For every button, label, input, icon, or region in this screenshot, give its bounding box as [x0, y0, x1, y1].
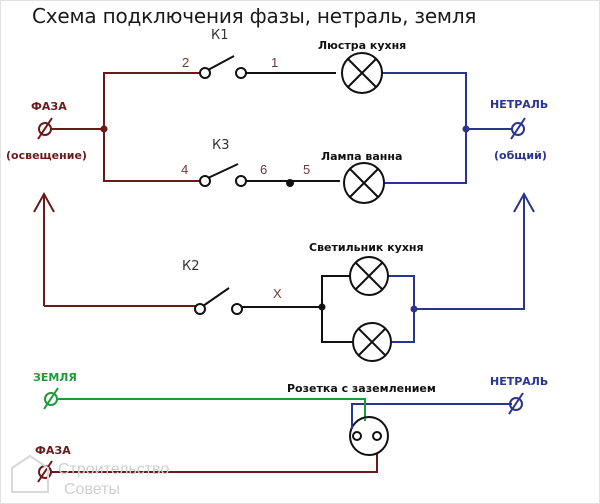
- k1-label: К1: [211, 28, 229, 43]
- k3-junction-label: 5: [303, 162, 310, 177]
- phase-label: ФАЗА: [31, 100, 67, 113]
- k2-out-label: X: [273, 286, 282, 301]
- lamp-kitchen-light-1-icon: [349, 256, 389, 296]
- ground-wire: [58, 398, 366, 421]
- neutral-arrow-icon: [513, 191, 535, 213]
- neutral-label: НЕТРАЛЬ: [490, 98, 548, 111]
- phase-sublabel: (освещение): [6, 149, 87, 162]
- k3-label: К3: [212, 138, 230, 153]
- k3-pin-out: 6: [260, 162, 267, 177]
- phase-terminal-icon[interactable]: [37, 117, 53, 140]
- k1-pin-in: 2: [182, 55, 189, 70]
- phase-junction: [100, 125, 108, 133]
- switch-k2[interactable]: [194, 287, 243, 315]
- phase-to-k1-wire: [103, 72, 200, 129]
- neutral-junction: [462, 125, 470, 133]
- bath-lamp-label: Лампа ванна: [321, 150, 402, 163]
- phase-bottom-terminal-icon[interactable]: [37, 460, 53, 483]
- phase-bottom-label: ФАЗА: [35, 444, 71, 457]
- lamp-kitchen-chandelier-icon: [341, 52, 383, 94]
- watermark-line1: Строительство: [58, 461, 169, 478]
- neutral-bottom-terminal-icon[interactable]: [508, 392, 524, 415]
- grounded-socket-icon: [349, 416, 389, 456]
- kitchen-neutral-junction: [410, 305, 418, 313]
- watermark-house-icon: [11, 454, 49, 493]
- neutral-bottom-label: НЕТРАЛЬ: [490, 375, 548, 388]
- k3-junction: [286, 179, 294, 187]
- ground-terminal-icon[interactable]: [43, 387, 59, 410]
- ground-label: ЗЕМЛЯ: [33, 371, 77, 384]
- lamp-bath-icon: [343, 162, 385, 204]
- lamp-kitchen-light-2-icon: [352, 322, 392, 362]
- switch-k3[interactable]: [199, 163, 247, 187]
- phase-to-k3-wire: [103, 129, 200, 182]
- k2-label: К2: [182, 259, 200, 274]
- diagram-title: Схема подключения фазы, нетраль, земля: [32, 4, 477, 28]
- socket-label: Розетка с заземлением: [287, 382, 436, 395]
- k1-pin-out: 1: [271, 55, 278, 70]
- watermark: Строительство Советы: [11, 454, 169, 498]
- kitchen-light-label: Светильник кухня: [309, 241, 424, 254]
- neutral-sublabel: (общий): [494, 149, 547, 162]
- switch-k1[interactable]: [199, 55, 247, 79]
- k3-pin-in: 4: [181, 162, 188, 177]
- kitchen-chandelier-label: Люстра кухня: [318, 39, 406, 52]
- kitchen-junction: [318, 303, 326, 311]
- neutral-terminal-icon[interactable]: [510, 117, 526, 140]
- phase-arrow-icon: [33, 191, 55, 213]
- phase-wires: [43, 72, 200, 307]
- kitchen-light-parallel-wire: [321, 275, 352, 343]
- watermark-line2: Советы: [64, 481, 120, 498]
